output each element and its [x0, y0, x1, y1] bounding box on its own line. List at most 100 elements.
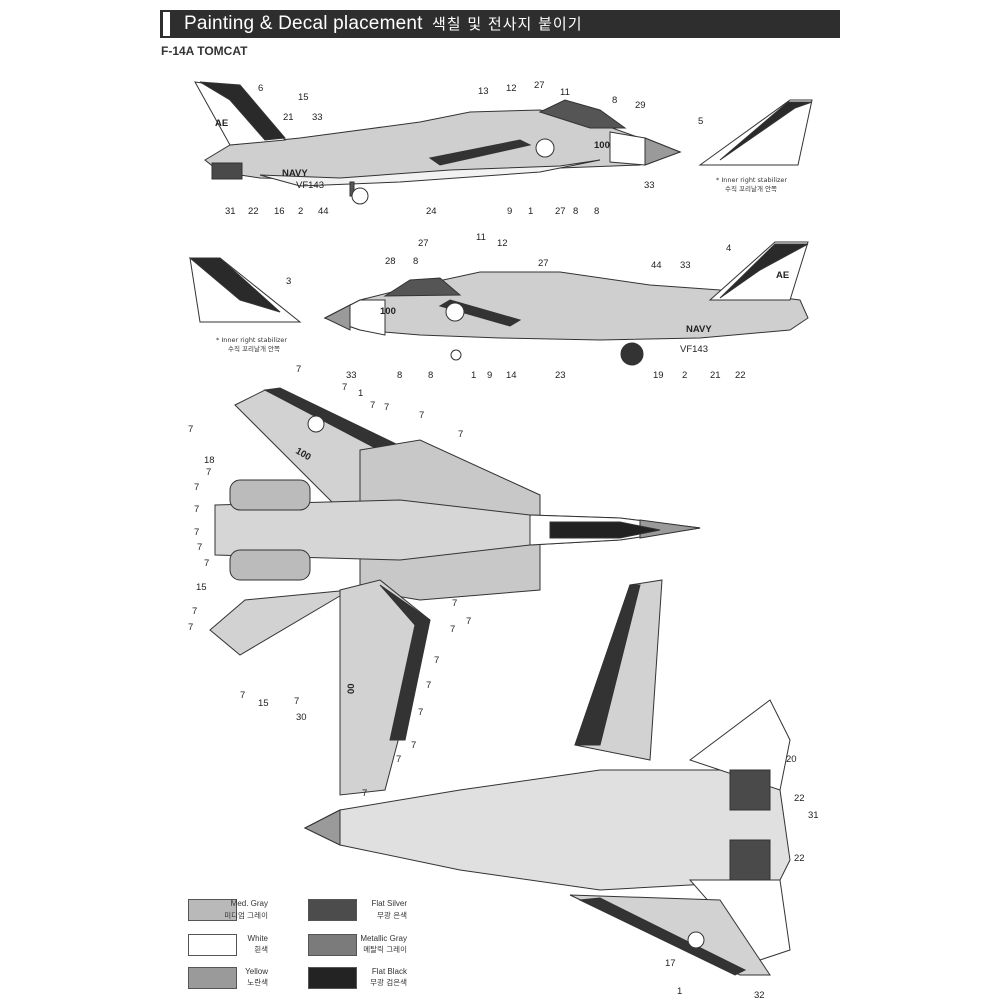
callout: 20	[786, 754, 797, 765]
callout: 7	[411, 740, 416, 751]
wheel-main-side-right	[620, 342, 644, 366]
callout: 32	[754, 990, 765, 1000]
canopy-side-left	[538, 99, 627, 129]
header-bar	[160, 10, 840, 38]
legend-label: Metallic Gray	[360, 934, 407, 943]
callout: 7	[192, 606, 197, 617]
callout: 7	[419, 410, 424, 421]
callout: 33	[312, 112, 323, 123]
callout: 27	[534, 80, 545, 91]
callout: 5	[698, 116, 703, 127]
legend-label-kr: 미디엄 그레이	[224, 911, 268, 920]
tail-black-side-right	[719, 243, 809, 299]
swatch-flat-black	[308, 967, 357, 989]
engine-right-top	[229, 549, 311, 581]
callout: 21	[283, 112, 294, 123]
callout: 6	[258, 83, 263, 94]
callout: 8	[594, 206, 599, 217]
callout: 9	[487, 370, 492, 381]
stabilizer-left	[188, 257, 302, 323]
canopy-side-right	[383, 277, 462, 297]
callout: 9	[507, 206, 512, 217]
callout: 15	[298, 92, 309, 103]
callout: 7	[342, 382, 347, 393]
callout: 22	[794, 853, 805, 864]
callout: 27	[418, 238, 429, 249]
wing-code-top: 00	[346, 683, 357, 694]
callout: 7	[206, 467, 211, 478]
nose-side-right	[323, 299, 386, 336]
callout: 7	[466, 616, 471, 627]
engine-nozzle-side-left	[211, 162, 243, 180]
legend-label: Yellow	[245, 967, 268, 976]
modex-bottom: 100	[380, 306, 396, 317]
nose-tip-side-left	[644, 137, 682, 166]
callout: 1	[471, 370, 476, 381]
callout: 15	[258, 698, 269, 709]
legend-label-kr: 흰색	[254, 945, 268, 954]
legend-label: Med. Gray	[230, 899, 268, 908]
callout: 7	[194, 527, 199, 538]
callout: 31	[808, 810, 819, 821]
wing-lower-edge-bottom	[578, 897, 747, 976]
callout: 44	[318, 206, 329, 217]
legend-label-kr: 무광 은색	[377, 911, 407, 920]
callout: 17	[665, 958, 676, 969]
callout: 7	[188, 622, 193, 633]
callout: 22	[248, 206, 259, 217]
callout: 1	[677, 986, 682, 997]
callout: 15	[196, 582, 207, 593]
callout: 22	[735, 370, 746, 381]
national-insignia-side-left	[535, 138, 555, 158]
callout: 7	[362, 788, 367, 799]
swatch-med-gray	[188, 899, 237, 921]
swatch-white	[188, 934, 237, 956]
callout: 7	[194, 482, 199, 493]
stabilizer-note-en-top: * Inner right stabilizer	[716, 176, 787, 184]
callout: 8	[428, 370, 433, 381]
callout: 7	[194, 504, 199, 515]
wing-upper-edge-bottom	[574, 584, 641, 746]
stabilizer-right-top	[698, 99, 813, 166]
callout: 44	[651, 260, 662, 271]
side-view-left	[194, 81, 682, 205]
callout: 27	[538, 258, 549, 269]
callout: 7	[188, 424, 193, 435]
model-label: F-14A TOMCAT	[161, 44, 248, 58]
swatch-yellow	[188, 967, 237, 989]
callout: 19	[653, 370, 664, 381]
squadron-top: VF143	[296, 180, 324, 191]
callout: 4	[726, 243, 731, 254]
callout: 29	[635, 100, 646, 111]
callouts-bottom-view: 20 22 31 22 17 1 32	[665, 754, 819, 1000]
callout: 7	[426, 680, 431, 691]
callout: 33	[346, 370, 357, 381]
callout: 27	[555, 206, 566, 217]
callout: 31	[225, 206, 236, 217]
swatch-metallic-gray	[308, 934, 357, 956]
canopy-top	[549, 521, 661, 539]
stabilizer-note-kr-top: 수직 꼬리날개 안쪽	[725, 184, 777, 193]
callout: 8	[573, 206, 578, 217]
national-insignia-bottom	[687, 931, 705, 949]
national-insignia-side-right	[445, 302, 465, 322]
legend-label: Flat Silver	[371, 899, 407, 908]
callout: 7	[452, 598, 457, 609]
callout: 8	[397, 370, 402, 381]
callout: 7	[204, 558, 209, 569]
legend-label: Flat Black	[371, 967, 407, 976]
callout: 12	[506, 83, 517, 94]
callout: 12	[497, 238, 508, 249]
swatch-flat-silver	[308, 899, 357, 921]
callout: 28	[385, 256, 396, 267]
callout: 14	[506, 370, 517, 381]
tail-code-top: AE	[215, 118, 228, 129]
callout: 24	[426, 206, 437, 217]
callout: 33	[680, 260, 691, 271]
callout: 7	[434, 655, 439, 666]
bottom-view	[303, 579, 791, 976]
callout: 7	[418, 707, 423, 718]
belly-side-left	[259, 159, 601, 187]
radome-bottom	[303, 809, 341, 846]
nose-tip-side-right	[323, 304, 351, 331]
